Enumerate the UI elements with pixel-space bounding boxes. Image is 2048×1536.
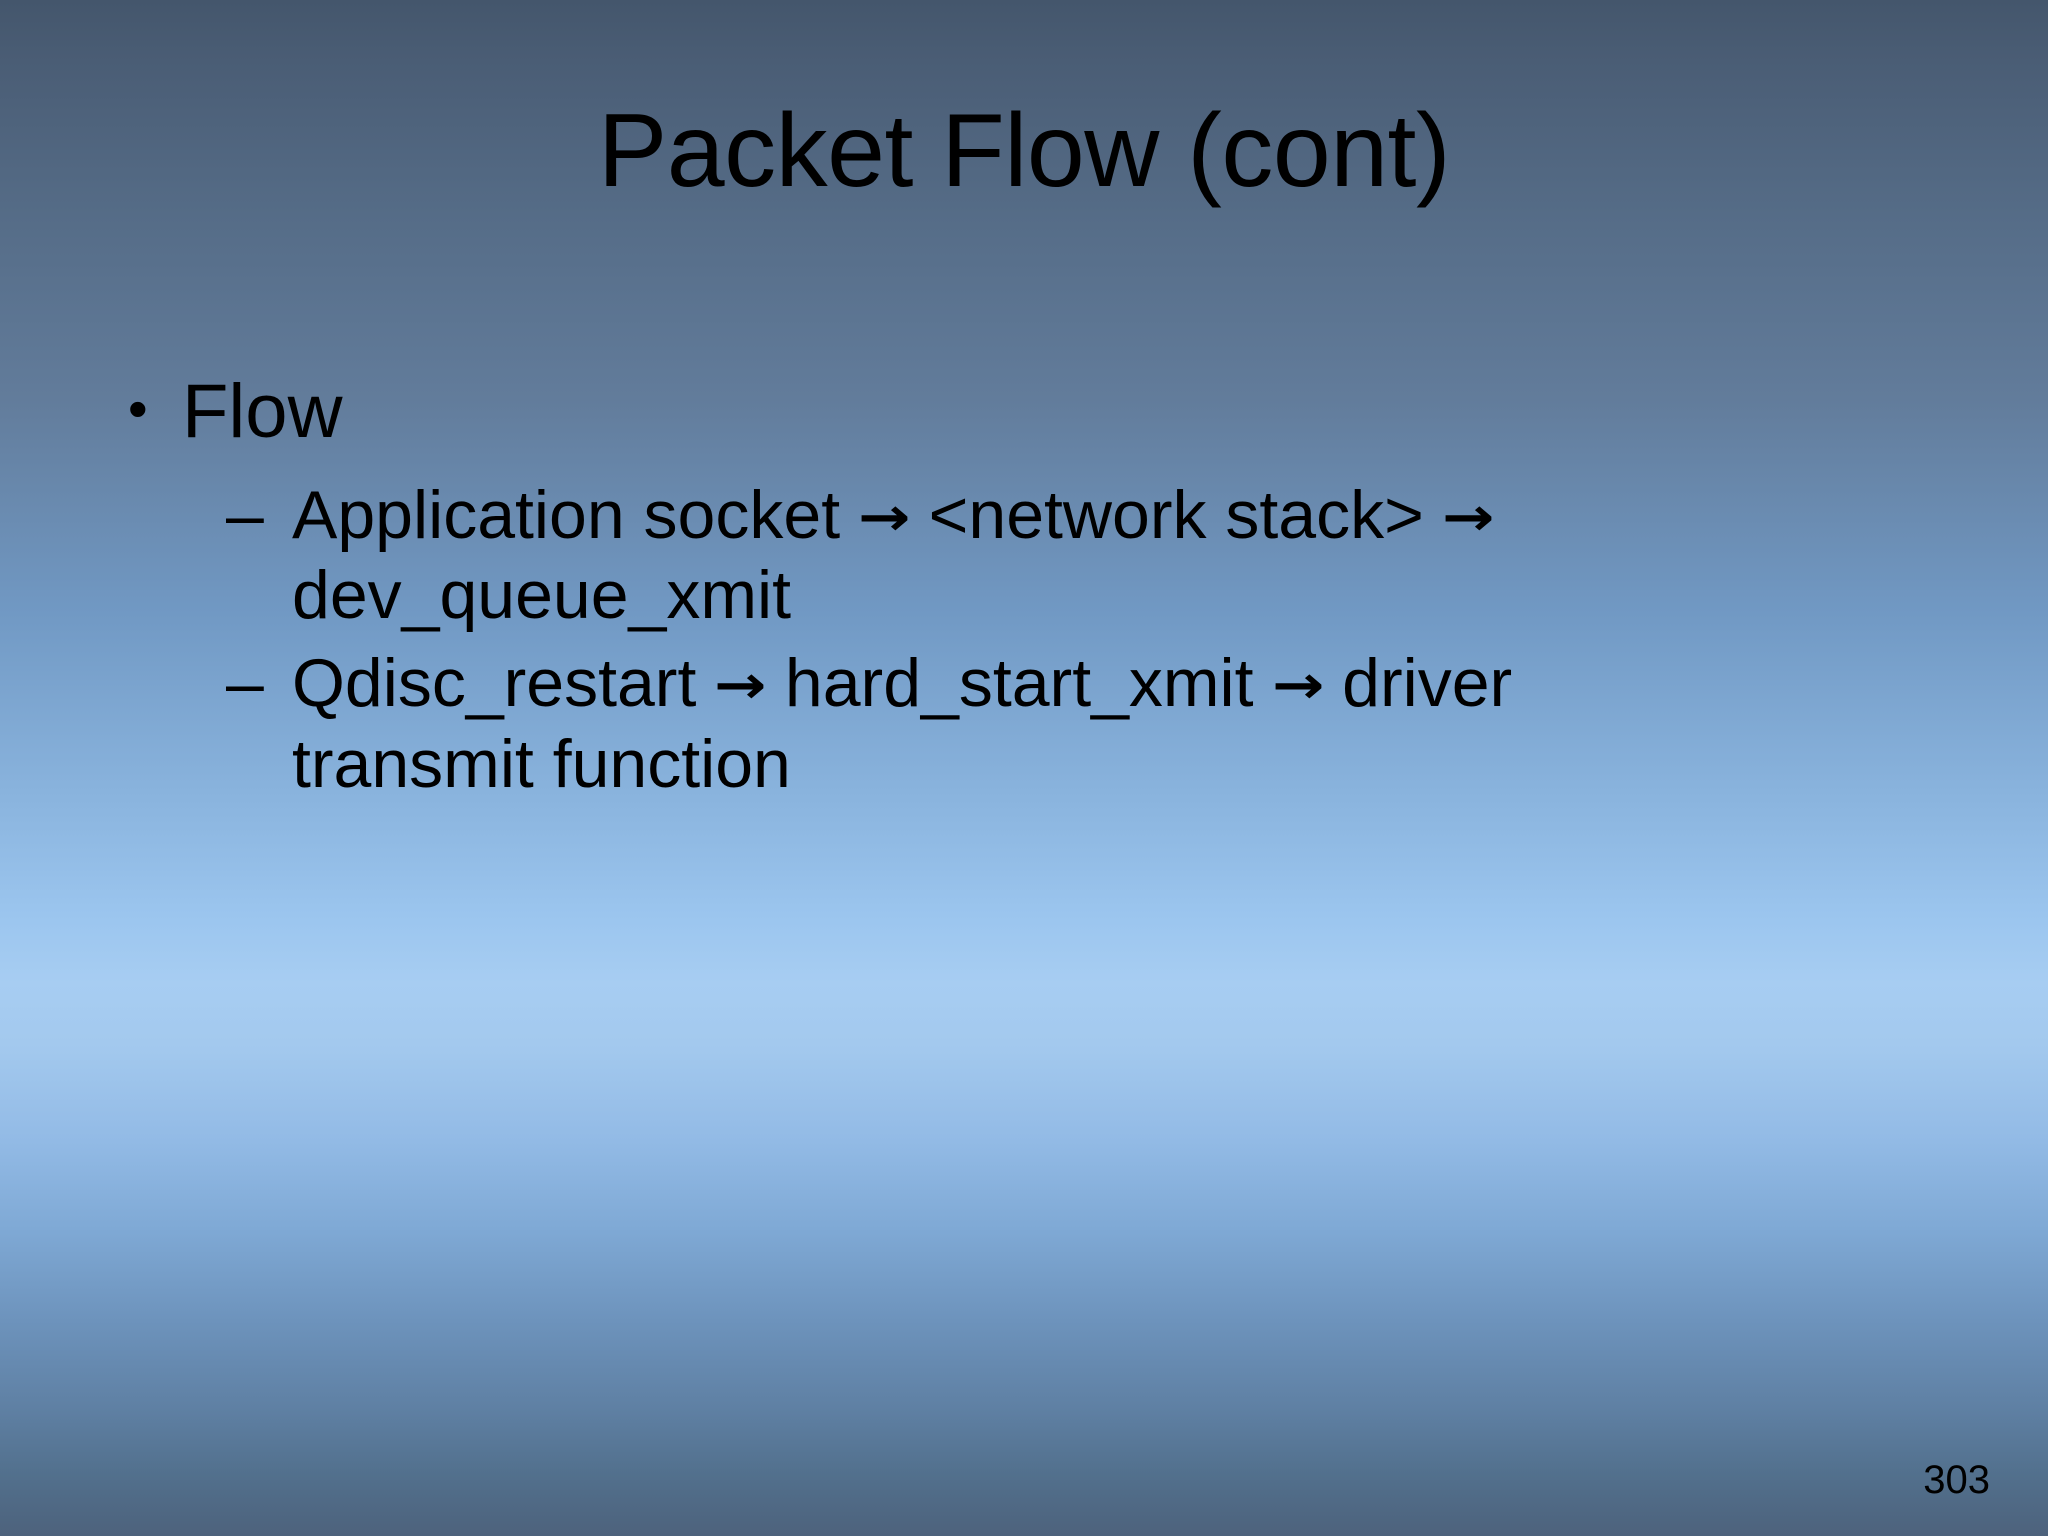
bullet-item-level1: • Flow [110,368,1930,457]
page-title: Packet Flow (cont) [597,93,1451,209]
content-body: • Flow – Application socket → <network s… [110,368,1930,812]
right-arrow-icon: → [1441,485,1495,548]
bullet-level2-label: Qdisc_restart → hard_start_xmit → driver… [292,643,1577,803]
right-arrow-icon: → [1271,654,1325,717]
right-arrow-icon: → [714,654,767,717]
bullet-dash-icon: – [226,645,264,722]
bullet-level2-label: Application socket → <network stack> → d… [292,475,1577,635]
text-segment: driver transmit function [292,645,1513,802]
bullet-dash-icon: – [226,476,264,553]
text-segment: Qdisc_restart [292,645,716,722]
right-arrow-icon: → [858,485,911,548]
bullet-dot-icon: • [128,377,148,440]
text-segment: dev_queue_xmit [292,557,792,634]
bullet-item-level2: – Qdisc_restart → hard_start_xmit → driv… [226,643,1930,803]
bullet-item-level2: – Application socket → <network stack> →… [226,475,1930,635]
text-segment: Application socket [292,476,859,553]
page-number: 303 [1923,1458,1990,1502]
text-segment: hard_start_xmit [766,645,1273,722]
bullet-level1-label: Flow [182,369,343,454]
text-segment: <network stack> [909,476,1443,553]
